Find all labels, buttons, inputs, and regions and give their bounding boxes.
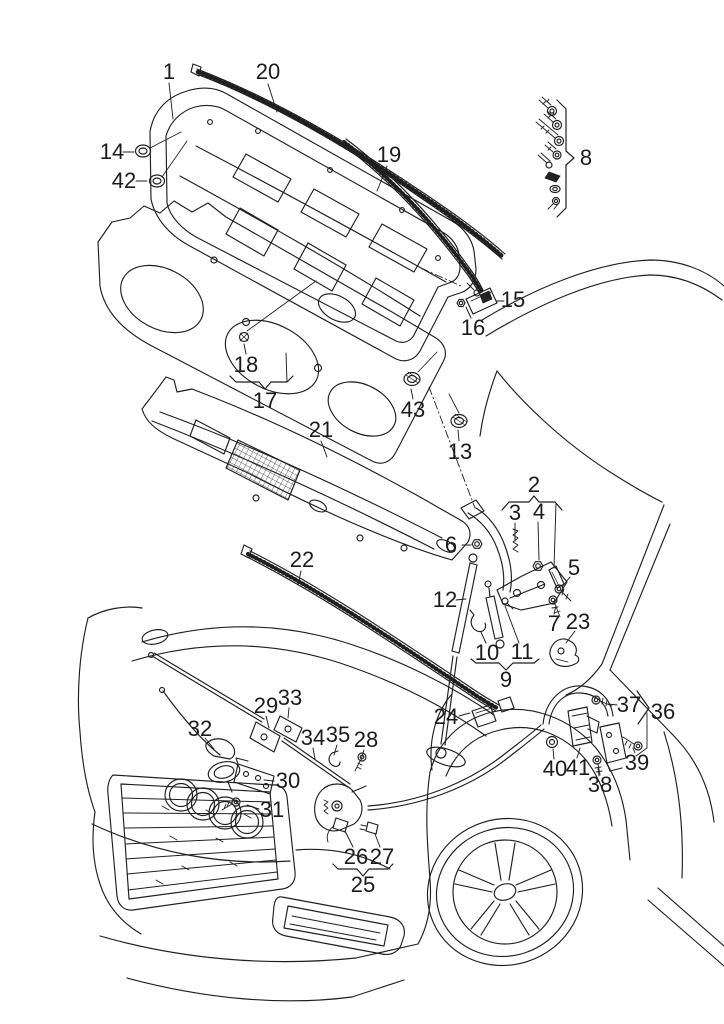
callout-14: 14 [99, 139, 125, 164]
gas-strut [435, 553, 478, 759]
callout-36: 36 [650, 699, 676, 724]
hood-rear-seal-strip [190, 63, 506, 260]
callout-28: 28 [353, 727, 379, 752]
callout-32: 32 [187, 716, 213, 741]
insulation-pad [97, 200, 446, 464]
callout-30: 30 [275, 768, 301, 793]
callout-40: 40 [542, 756, 568, 781]
callout-18: 18 [233, 352, 259, 377]
lock-bracket [233, 757, 275, 795]
buffer-stops [471, 696, 515, 728]
callout-39: 39 [624, 750, 650, 775]
callout-37: 37 [616, 692, 642, 717]
callout-24: 24 [433, 704, 459, 729]
callout-7: 7 [547, 611, 561, 636]
side-air-intake [272, 896, 405, 956]
hood-striker-upper [456, 282, 498, 315]
callout-15: 15 [500, 287, 526, 312]
release-cable [147, 651, 545, 811]
callout-22: 22 [289, 547, 315, 572]
grip-piece [205, 738, 241, 793]
bolt-31 [221, 797, 241, 811]
cable-bracket [249, 721, 281, 753]
callout-27: 27 [369, 844, 395, 869]
fastener-kit [535, 96, 565, 210]
release-handle-group [542, 685, 648, 776]
callout-11: 11 [510, 639, 534, 664]
callout-21: 21 [308, 417, 334, 442]
callout-10: 10 [474, 640, 500, 665]
projection-lines [420, 267, 476, 509]
front-grille [107, 774, 296, 911]
audi-rings-logo [164, 778, 264, 839]
callout-5: 5 [567, 555, 581, 580]
callout-17: 17 [252, 388, 278, 413]
callout-26: 26 [343, 844, 369, 869]
callout-12: 12 [432, 587, 458, 612]
callout-6: 6 [444, 532, 458, 557]
callout-16: 16 [460, 315, 486, 340]
callout-2: 2 [527, 472, 541, 497]
callout-34: 34 [300, 725, 326, 750]
clip-plate [273, 715, 303, 743]
cowl-seal-strip [240, 544, 500, 712]
bumper [91, 771, 432, 1002]
callout-25: 25 [350, 872, 376, 897]
callout-35: 35 [325, 722, 351, 747]
callout-13: 13 [447, 439, 473, 464]
callout-4: 4 [532, 499, 546, 524]
callout-3: 3 [508, 500, 522, 525]
callout-29: 29 [253, 693, 279, 718]
roof-line [481, 259, 724, 337]
callout-42: 42 [111, 168, 137, 193]
prop-damper [469, 580, 514, 649]
hood-panel [149, 87, 477, 362]
grommets [134, 131, 468, 429]
callout-43: 43 [400, 397, 426, 422]
callout-1: 1 [162, 59, 176, 84]
callout-19: 19 [376, 142, 402, 167]
callout-8: 8 [579, 145, 593, 170]
windshield [479, 370, 671, 671]
leader-lines [122, 82, 636, 848]
pad-fastener-clip [238, 280, 317, 343]
group-braces [229, 99, 650, 877]
callout-31: 31 [259, 797, 285, 822]
callout-23: 23 [565, 609, 591, 634]
striker-plate [549, 638, 580, 667]
front-wheel [426, 817, 584, 967]
body-side [565, 663, 724, 967]
callout-38: 38 [587, 772, 613, 797]
callout-41: 41 [565, 755, 591, 780]
front-body [77, 606, 495, 813]
callout-33: 33 [277, 685, 303, 710]
callout-20: 20 [255, 59, 281, 84]
cowl-panel [141, 376, 471, 561]
bolt-28 [354, 752, 367, 772]
hood-side-seal-strip [341, 138, 484, 294]
callout-9: 9 [499, 667, 513, 692]
